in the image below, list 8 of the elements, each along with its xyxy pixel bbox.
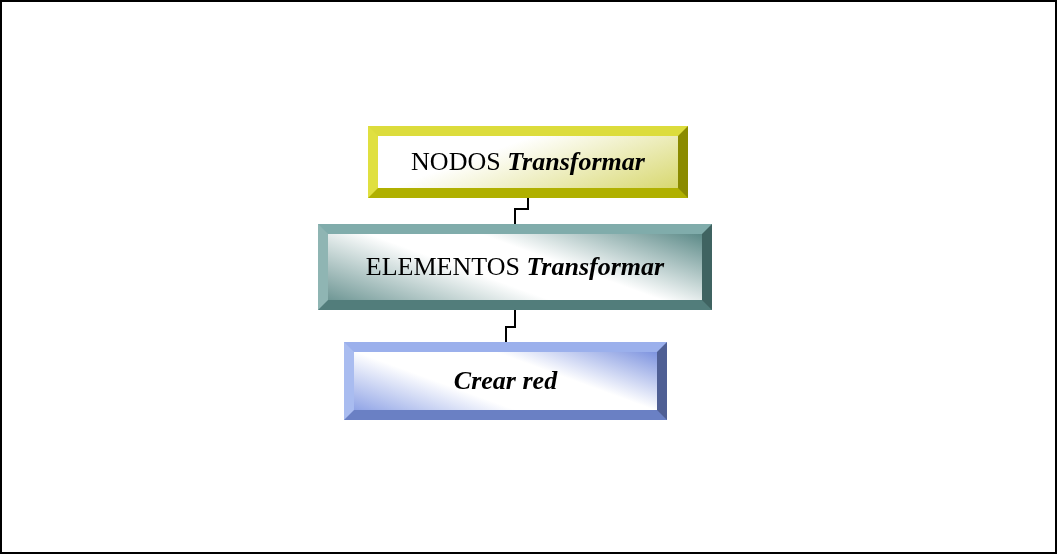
connector-line: [514, 197, 529, 225]
box-label: Crear red: [453, 364, 558, 397]
beveled-box: [318, 224, 712, 310]
box-label: ELEMENTOS Transformar: [365, 250, 665, 283]
connector-line: [505, 309, 516, 343]
beveled-box: [344, 342, 667, 420]
box-label: NODOS Transformar: [411, 145, 645, 178]
beveled-box: [368, 126, 688, 198]
